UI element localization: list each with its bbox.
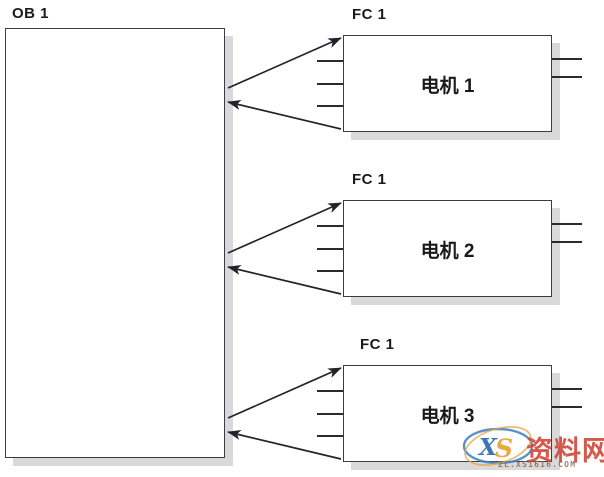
fc1-label: 电机 1: [420, 76, 475, 97]
fc1-title: FC 1: [352, 6, 387, 23]
fc2-input-pin-2: [317, 248, 343, 250]
fc3-label: 电机 3: [420, 406, 475, 427]
fc2-label: 电机 2: [420, 241, 475, 262]
fc3-input-pin-1: [317, 390, 343, 392]
fc1-output-pin-2: [552, 76, 582, 78]
ob1-title: OB 1: [12, 5, 50, 22]
fc1-input-pin-2: [317, 83, 343, 85]
fc1-block[interactable]: [343, 35, 552, 132]
fc1-input-pin-3: [317, 105, 343, 107]
arrow-ob1-to-fc2: [227, 202, 342, 254]
fc1-input-pin-1: [317, 60, 343, 62]
fc2-output-pin-1: [552, 223, 582, 225]
fc3-input-pin-2: [317, 413, 343, 415]
fc3-output-pin-2: [552, 406, 582, 408]
arrow-ob1-to-fc3: [227, 367, 342, 419]
fc2-output-pin-2: [552, 241, 582, 243]
fc3-title: FC 1: [360, 336, 395, 353]
fc2-input-pin-3: [317, 270, 343, 272]
ob1-block[interactable]: [5, 28, 225, 458]
fc3-input-pin-3: [317, 435, 343, 437]
fc2-block[interactable]: [343, 200, 552, 297]
fc1-output-pin-1: [552, 58, 582, 60]
fc3-output-pin-1: [552, 388, 582, 390]
arrow-ob1-to-fc1: [227, 37, 342, 89]
fc2-title: FC 1: [352, 171, 387, 188]
fc2-input-pin-1: [317, 225, 343, 227]
